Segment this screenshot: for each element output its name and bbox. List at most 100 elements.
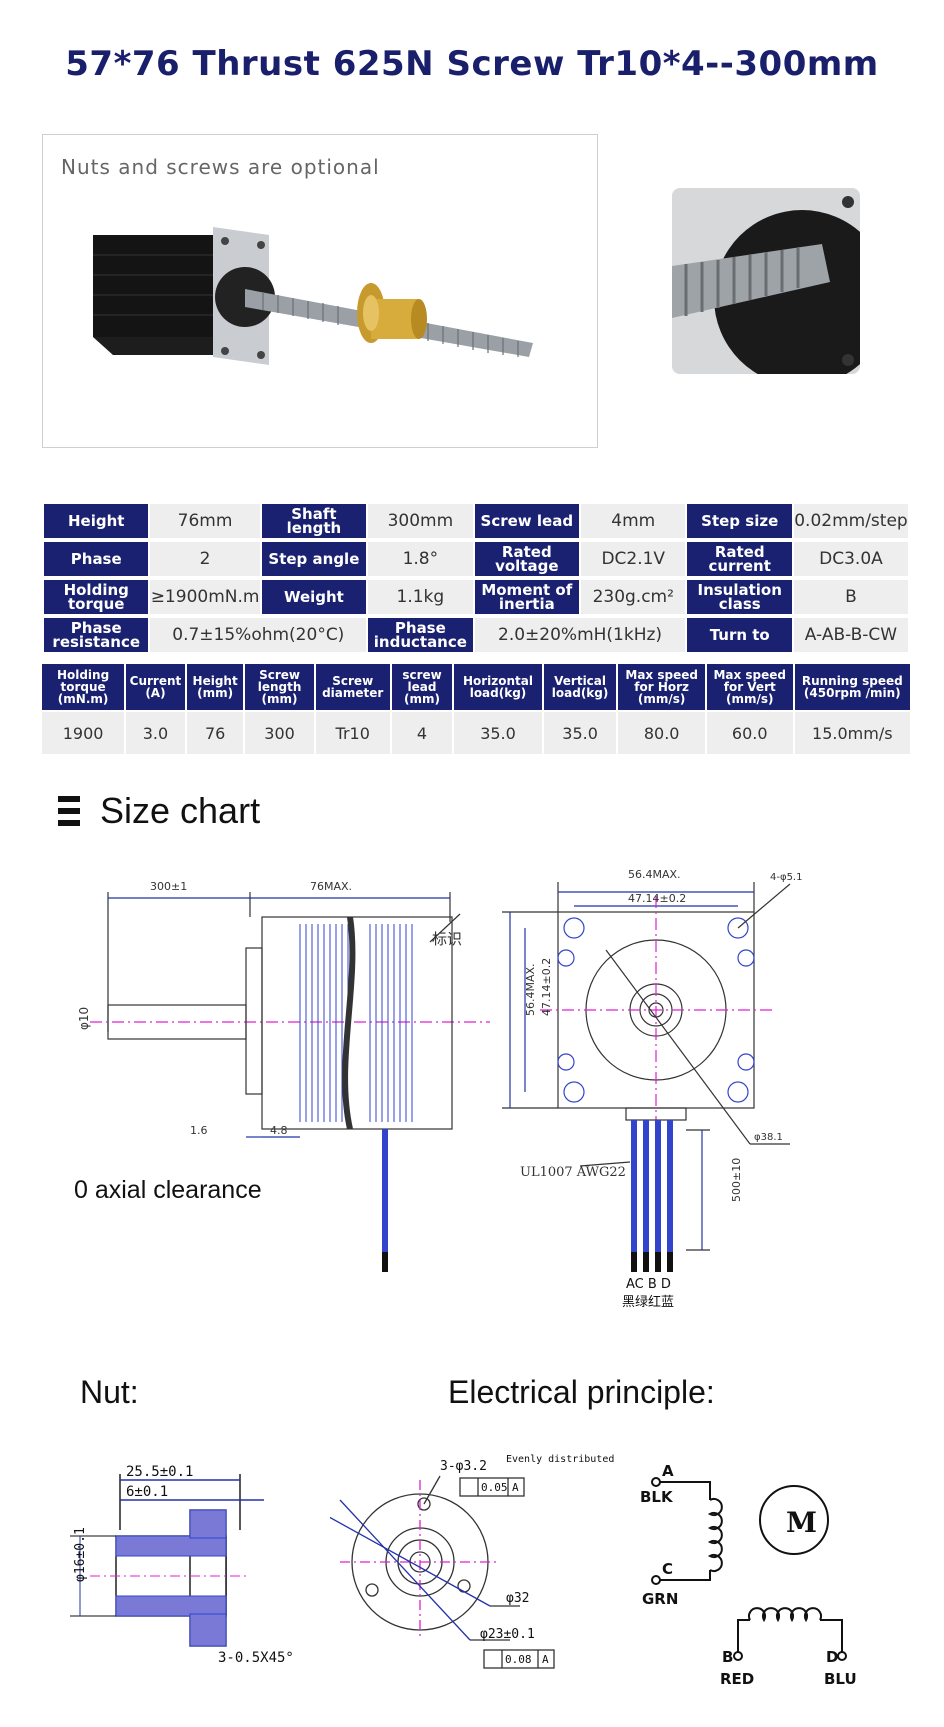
dim-nut-dia: φ16±0.1 [73,1527,88,1582]
perf-header: Holding torque (mN.m) [42,664,125,710]
dim-nut-chamfer: 3-0.5X45° [218,1650,294,1666]
size-chart-drawing: 300±1 76MAX. 标识 φ10 1.6 4.8 [77,868,802,1310]
datum-a-2: A [542,1653,549,1666]
perf-header: screw lead (mm) [391,664,453,710]
dim-flange-pcd: φ23±0.1 [480,1627,535,1642]
wire-b-color: RED [720,1670,754,1688]
side-view [90,892,490,1272]
spec-value: 230g.cm² [581,580,686,614]
dim-nut-length: 25.5±0.1 [126,1464,193,1480]
spec-label: Step angle [261,542,367,576]
spec-label: Phase resistance [44,618,149,652]
spec-value: A-AB-B-CW [793,618,908,652]
perf-header: Height (mm) [186,664,244,710]
datum-a-1: A [512,1481,519,1494]
dim-body-len: 76MAX. [310,880,352,893]
perf-value: 4 [391,712,453,754]
spec-label: Insulation class [687,580,792,614]
stepper-motor-image [93,227,533,365]
motor-symbol: M [786,1506,817,1539]
performance-table: Holding torque (mN.m) Current (A) Height… [40,662,912,756]
pin-c: C [662,1560,673,1578]
spec-table: Height 76mm Shaft length 300mm Screw lea… [42,500,910,656]
wire-d-color: BLU [824,1670,857,1688]
dim-lead-len: 500±10 [730,1158,743,1202]
dim-holes: 4-φ5.1 [770,872,802,883]
wire-letters: AC B D [626,1277,671,1292]
dim-face-h: 56.4MAX. [524,963,537,1016]
spec-row: Phase 2 Step angle 1.8° Rated voltage DC… [44,542,908,576]
size-chart-heading: Size chart [58,790,260,832]
spec-value: 1.1kg [368,580,473,614]
nut-heading: Nut: [80,1374,139,1410]
spec-label: Moment of inertia [474,580,580,614]
perf-value: Tr10 [315,712,390,754]
perf-header: Horizontal load(kg) [454,664,542,710]
perf-value: 3.0 [126,712,185,754]
spec-value: 2 [150,542,260,576]
dim-d1: 1.6 [190,1124,208,1137]
spec-row: Height 76mm Shaft length 300mm Screw lea… [44,504,908,538]
dim-hole-pitch: 47.14±0.2 [628,892,686,905]
perf-header: Running speed (450rpm /min) [794,664,910,710]
spec-label: Holding torque [44,580,149,614]
perf-header: Max speed for Vert (mm/s) [706,664,793,710]
perf-value: 76 [186,712,244,754]
spec-label: Turn to [687,618,792,652]
perf-value: 1900 [42,712,125,754]
perf-value: 60.0 [706,712,793,754]
spec-label: Screw lead [474,504,580,538]
dim-nut-flange: 6±0.1 [126,1484,168,1500]
wiring-diagram: M A BLK C GRN B RED D BLU [640,1462,857,1688]
product-image-frame: Nuts and screws are optional [42,134,598,448]
spec-label: Phase inductance [368,618,473,652]
perf-value-row: 1900 3.0 76 300 Tr10 4 35.0 35.0 80.0 60… [42,712,910,754]
spec-value: DC3.0A [793,542,908,576]
spec-label: Height [44,504,149,538]
spec-label: Step size [687,504,792,538]
perf-header: Vertical load(kg) [543,664,617,710]
dim-boss: φ38.1 [754,1132,783,1143]
dim-flange-holes: 3-φ3.2 [440,1459,487,1474]
spec-value: 2.0±20%mH(1kHz) [474,618,686,652]
spec-label: Weight [261,580,367,614]
spec-value: 1.8° [368,542,473,576]
electrical-heading: Electrical principle: [448,1374,715,1410]
dim-d2: 4.8 [270,1124,288,1137]
pin-d: D [826,1648,838,1666]
front-view [502,882,791,1272]
spec-label: Rated current [687,542,792,576]
pin-b: B [722,1648,733,1666]
holes-note: Evenly distributed [506,1454,614,1465]
perf-header-row: Holding torque (mN.m) Current (A) Height… [42,664,910,710]
spec-value: 0.02mm/step [793,504,908,538]
axial-clearance-note: 0 axial clearance [74,1176,262,1204]
list-icon [58,796,80,826]
nut-side-drawing: 25.5±0.1 6±0.1 φ16±0.1 3-0.5X45° [70,1464,294,1666]
spec-row: Holding torque ≥1900mN.m Weight 1.1kg Mo… [44,580,908,614]
spec-value: 76mm [150,504,260,538]
perf-header: Screw length (mm) [245,664,314,710]
tol-runout: 0.08 [505,1653,532,1666]
perf-value: 80.0 [618,712,705,754]
spec-value: DC2.1V [581,542,686,576]
dim-shaft-len: 300±1 [150,880,187,893]
tol-pos: 0.05 [481,1481,508,1494]
spec-value: 4mm [581,504,686,538]
dim-cable: UL1007 AWG22 [520,1165,626,1180]
dim-mark: 标识 [432,930,462,948]
perf-header: Max speed for Horz (mm/s) [618,664,705,710]
spec-value: ≥1900mN.m [150,580,260,614]
page-title: 57*76 Thrust 625N Screw Tr10*4--300mm [65,44,879,84]
spec-label: Phase [44,542,149,576]
spec-value: B [793,580,908,614]
wire-a-color: BLK [640,1488,674,1506]
dim-hole-pitch-v: 47.14±0.2 [540,958,553,1016]
spec-value: 300mm [368,504,473,538]
spec-label: Rated voltage [474,542,580,576]
perf-value: 35.0 [454,712,542,754]
perf-value: 35.0 [543,712,617,754]
nut-flange-drawing: 3-φ3.2 Evenly distributed 0.05 A φ32 φ23… [330,1454,614,1669]
dim-flange-outer: φ32 [506,1591,529,1606]
wire-colors: 黑绿红蓝 [622,1294,674,1310]
